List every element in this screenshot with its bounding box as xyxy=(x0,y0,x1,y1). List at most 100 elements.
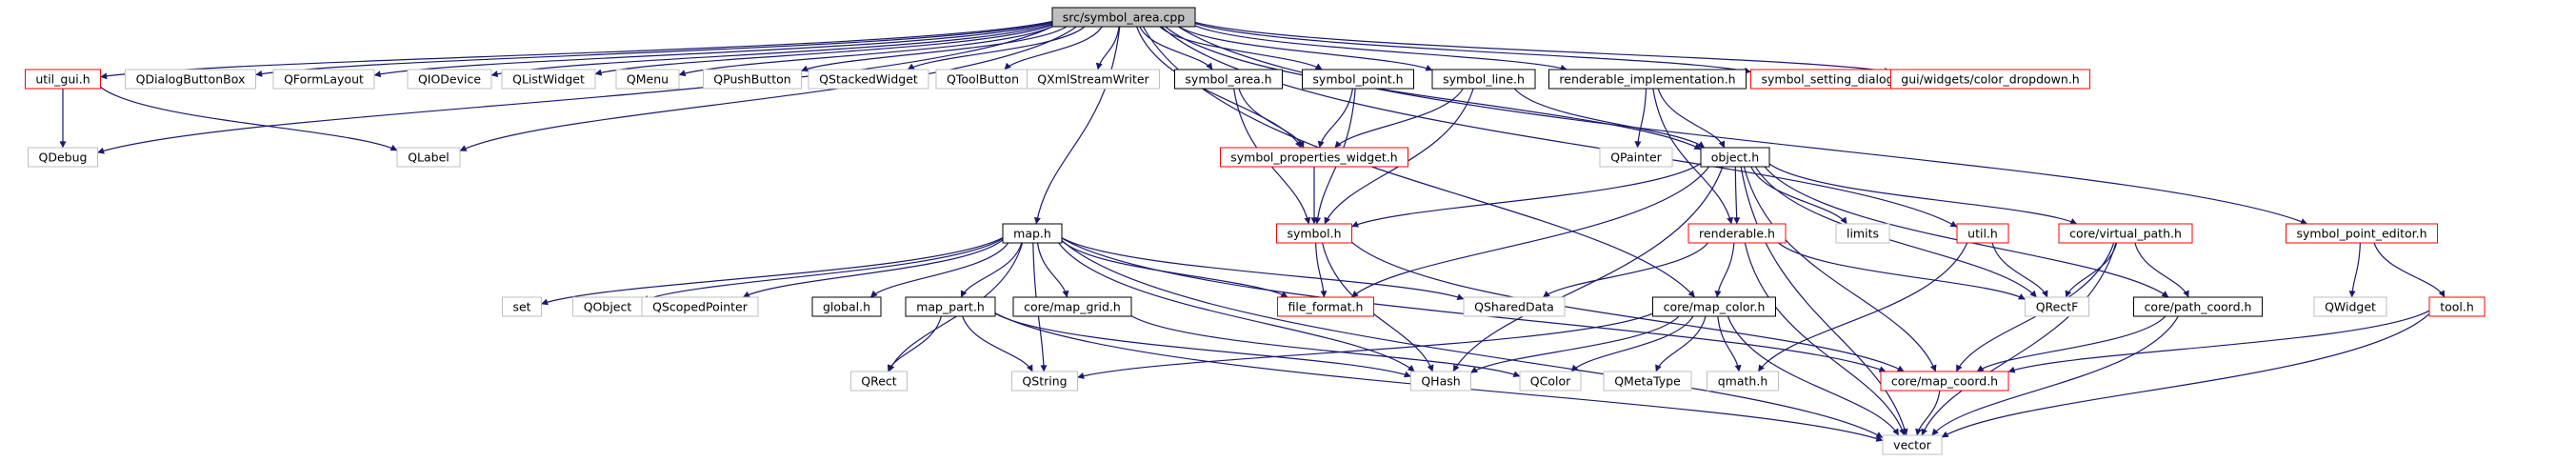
node-global-h[interactable]: global.h xyxy=(811,296,882,317)
node-qshareddata[interactable]: QSharedData xyxy=(1463,296,1566,317)
node-qhash[interactable]: QHash xyxy=(1410,371,1471,392)
node-label: QScopedPointer xyxy=(652,300,749,314)
edge-symbol_line-to-symbol_properties_widget xyxy=(1334,88,1464,149)
node-qdialogbuttonbox[interactable]: QDialogButtonBox xyxy=(125,69,256,90)
node-qobject[interactable]: QObject xyxy=(572,296,643,317)
node-symbol-properties-widget-h[interactable]: symbol_properties_widget.h xyxy=(1220,147,1408,168)
node-file-format-h[interactable]: file_format.h xyxy=(1277,296,1374,317)
edge-map-to-map_part xyxy=(960,242,1023,298)
node-box xyxy=(272,69,375,90)
node-vector[interactable]: vector xyxy=(1882,434,1943,455)
edge-renderable_impl-to-object xyxy=(1657,88,1726,149)
node-renderable-implementation-h[interactable]: renderable_implementation.h xyxy=(1548,69,1747,90)
node-qpushbutton[interactable]: QPushButton xyxy=(703,69,802,90)
node-qformlayout[interactable]: QFormLayout xyxy=(272,69,375,90)
node-core-map-coord-h[interactable]: core/map_coord.h xyxy=(1880,371,2009,392)
node-map-h[interactable]: map.h xyxy=(1002,223,1063,244)
node-label: QMetaType xyxy=(1614,374,1681,389)
node-box xyxy=(1302,69,1414,90)
node-label: QToolButton xyxy=(947,72,1019,87)
node-label: renderable.h xyxy=(1699,227,1775,241)
edge-symbol-to-qhash xyxy=(1322,242,1434,372)
node-box xyxy=(28,147,98,168)
node-qtoolbutton[interactable]: QToolButton xyxy=(935,69,1030,90)
node-core-map-grid-h[interactable]: core/map_grid.h xyxy=(1012,296,1132,317)
node-symbol-point-h[interactable]: symbol_point.h xyxy=(1302,69,1414,90)
node-label: symbol.h xyxy=(1287,227,1341,241)
node-qrect[interactable]: QRect xyxy=(850,371,908,392)
edge-object-to-virtual_path xyxy=(1768,163,2078,225)
node-qxmlstreamwriter[interactable]: QXmlStreamWriter xyxy=(1027,69,1160,90)
node-qscopedpointer[interactable]: QScopedPointer xyxy=(641,296,759,317)
node-limits[interactable]: limits xyxy=(1835,223,1890,244)
node-map-part-h[interactable]: map_part.h xyxy=(905,296,996,317)
node-core-path-coord-h[interactable]: core/path_coord.h xyxy=(2133,296,2263,317)
node-label: symbol_line.h xyxy=(1443,72,1525,87)
node-tool-h[interactable]: tool.h xyxy=(2428,296,2486,317)
edge-root-to-symbol_line xyxy=(1178,26,1433,71)
edge-root-to-qformlayout xyxy=(373,22,1053,78)
node-qlabel[interactable]: QLabel xyxy=(396,147,461,168)
edge-tool-to-vector xyxy=(1941,312,2430,438)
node-symbol-area-h[interactable]: symbol_area.h xyxy=(1174,69,1283,90)
node-box xyxy=(1882,434,1943,455)
edge-object-to-map_coord xyxy=(1743,166,1937,372)
edge-map_color-to-qmetatype xyxy=(1655,315,1707,372)
node-util-gui-h[interactable]: util_gui.h xyxy=(25,69,101,90)
edge-virtual_path-to-qrectf xyxy=(2065,242,2118,298)
node-qmetatype[interactable]: QMetaType xyxy=(1603,371,1692,392)
node-renderable-h[interactable]: renderable.h xyxy=(1687,223,1787,244)
node-qmenu[interactable]: QMenu xyxy=(615,69,680,90)
edge-object-to-vector xyxy=(1740,166,1908,436)
edge-map_part-to-qrect xyxy=(887,315,942,372)
node-box xyxy=(1410,371,1471,392)
node-qmath-h[interactable]: qmath.h xyxy=(1707,371,1779,392)
node-symbol-line-h[interactable]: symbol_line.h xyxy=(1431,69,1536,90)
node-label: QObject xyxy=(584,300,632,314)
node-core-map-color-h[interactable]: core/map_color.h xyxy=(1652,296,1776,317)
node-label: object.h xyxy=(1711,151,1759,165)
edge-map-to-qshareddata xyxy=(1061,237,1465,300)
edge-util-to-qmath xyxy=(1757,242,1968,372)
node-label: QSharedData xyxy=(1474,300,1554,314)
edge-root-to-qtoolbutton xyxy=(1004,26,1103,70)
node-qlistwidget[interactable]: QListWidget xyxy=(501,69,596,90)
edge-map_color-to-qstring xyxy=(1077,312,1653,379)
edge-tool-to-map_coord xyxy=(2007,310,2430,373)
node-symbol-setting-dialog-h[interactable]: symbol_setting_dialog.h xyxy=(1750,69,1916,90)
edge-object-to-limits xyxy=(1750,166,1847,225)
node-box xyxy=(396,147,461,168)
node-qdebug[interactable]: QDebug xyxy=(28,147,98,168)
node-util-h[interactable]: util.h xyxy=(1956,223,2009,244)
edge-map-to-global xyxy=(869,242,1009,298)
node-qstackedwidget[interactable]: QStackedWidget xyxy=(808,69,929,90)
node-label: vector xyxy=(1893,438,1932,452)
node-label: src/symbol_area.cpp xyxy=(1063,10,1186,25)
node-qrectf[interactable]: QRectF xyxy=(2025,296,2089,317)
node-box xyxy=(1012,296,1132,317)
node-box xyxy=(1174,69,1283,90)
node-label: QRectF xyxy=(2036,300,2079,314)
node-src-symbol-area-cpp[interactable]: src/symbol_area.cpp xyxy=(1051,7,1196,28)
node-label: map.h xyxy=(1013,227,1051,241)
node-label: qmath.h xyxy=(1718,374,1768,389)
node-object-h[interactable]: object.h xyxy=(1700,147,1770,168)
node-label: set xyxy=(512,300,530,314)
node-qiodevice[interactable]: QIODevice xyxy=(407,69,492,90)
node-label: QString xyxy=(1022,374,1067,389)
node-core-virtual-path-h[interactable]: core/virtual_path.h xyxy=(2058,223,2193,244)
node-qwidget[interactable]: QWidget xyxy=(2313,296,2387,317)
node-set[interactable]: set xyxy=(502,296,542,317)
node-gui-widgets-color-dropdown-h[interactable]: gui/widgets/color_dropdown.h xyxy=(1890,69,2090,90)
edge-root-to-qdebug xyxy=(97,26,1053,154)
node-box xyxy=(2133,296,2263,317)
edge-renderable-to-qshareddata xyxy=(1543,242,1709,298)
node-box xyxy=(615,69,680,90)
node-symbol-point-editor-h[interactable]: symbol_point_editor.h xyxy=(2286,223,2438,244)
node-qcolor[interactable]: QColor xyxy=(1519,371,1582,392)
edge-path_coord-to-vector xyxy=(1931,315,2179,436)
node-symbol-h[interactable]: symbol.h xyxy=(1276,223,1352,244)
node-qstring[interactable]: QString xyxy=(1011,371,1078,392)
edge-map_color-to-qhash xyxy=(1470,315,1680,373)
node-qpainter[interactable]: QPainter xyxy=(1599,147,1673,168)
